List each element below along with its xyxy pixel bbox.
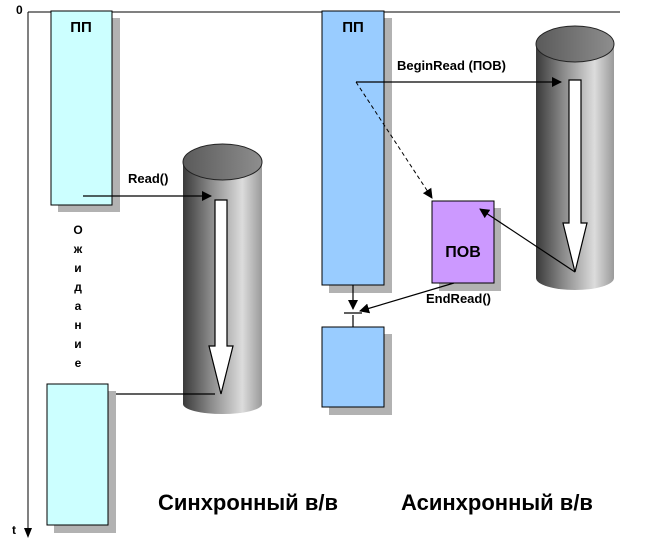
sync-disk-cylinder — [182, 143, 263, 414]
async-pov-create-arrow — [355, 81, 433, 199]
async-thread-label: ПП — [342, 19, 364, 36]
async-completion-arrow — [479, 208, 576, 273]
sync-transfer-arrow — [208, 199, 234, 395]
async-beginread-label: BeginRead (ПОВ) — [397, 58, 506, 73]
sync-thread-resume-block — [46, 383, 109, 526]
sync-caption: Синхронный в/в — [158, 490, 338, 515]
async-section: ПП BeginRead (ПОВ) ПОВ EndRead() Асинхро… — [321, 10, 615, 515]
async-caption: Асинхронный в/в — [401, 490, 593, 515]
wait-letter: д — [74, 280, 82, 294]
async-disk-cylinder — [535, 25, 615, 290]
wait-letter: О — [73, 223, 82, 237]
axis-arrow-head — [24, 528, 32, 538]
wait-letter: е — [75, 356, 82, 370]
sync-thread-label: ПП — [70, 19, 92, 36]
async-transfer-arrow — [562, 79, 588, 273]
sync-read-label: Read() — [128, 171, 168, 186]
async-pov-label: ПОВ — [445, 244, 481, 261]
wait-letter: ж — [73, 242, 83, 256]
async-thread-resume-block — [321, 326, 385, 408]
wait-letter: и — [74, 261, 81, 275]
sync-thread-block — [50, 10, 113, 206]
wait-letter: н — [74, 318, 81, 332]
axis-origin-label: 0 — [16, 3, 23, 17]
async-endread-label: EndRead() — [426, 291, 491, 306]
wait-letter: а — [75, 299, 82, 313]
async-thread-block — [321, 10, 385, 286]
wait-letter: и — [74, 337, 81, 351]
async-endread-arrow — [359, 282, 455, 314]
async-pov-block — [431, 200, 495, 284]
axis-time-label: t — [12, 523, 16, 537]
